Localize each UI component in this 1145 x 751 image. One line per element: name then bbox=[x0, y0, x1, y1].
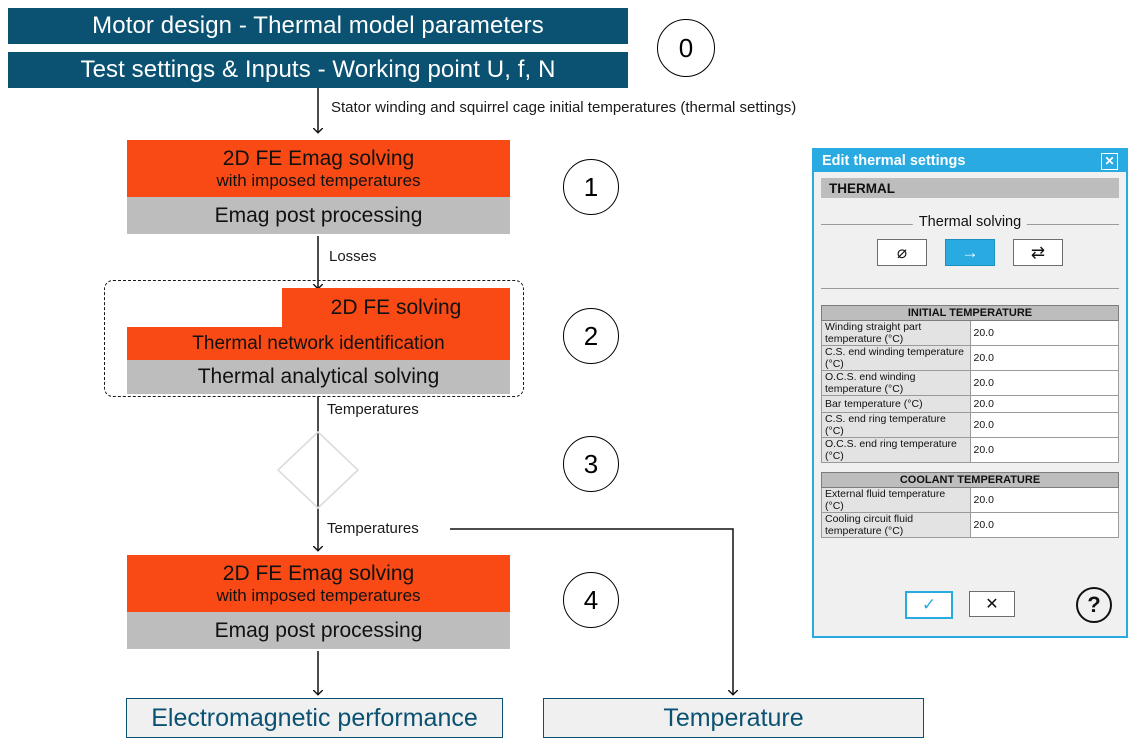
row-label: O.C.S. end winding temperature (°C) bbox=[821, 370, 971, 396]
row-label: External fluid temperature (°C) bbox=[821, 487, 971, 513]
header-test-settings-label: Test settings & Inputs - Working point U… bbox=[80, 56, 556, 83]
step-number-4: 4 bbox=[563, 572, 619, 628]
connector-label-temperatures-1: Temperatures bbox=[327, 401, 419, 418]
row-value[interactable]: 20.0 bbox=[969, 412, 1119, 438]
thermal-solving-legend: Thermal solving bbox=[912, 214, 1028, 230]
help-button[interactable]: ? bbox=[1076, 587, 1112, 623]
row-label: O.C.S. end ring temperature (°C) bbox=[821, 437, 971, 463]
step4-orange-box: 2D FE Emag solving with imposed temperat… bbox=[127, 555, 510, 612]
connector-label-losses: Losses bbox=[329, 248, 377, 265]
table-row: Bar temperature (°C) 20.0 bbox=[821, 395, 1119, 413]
step4-grey-box: Emag post processing bbox=[127, 612, 510, 649]
step1-grey-box: Emag post processing bbox=[127, 197, 510, 234]
step2-dashed-group bbox=[104, 280, 524, 397]
row-value[interactable]: 20.0 bbox=[969, 437, 1119, 463]
row-label: Winding straight part temperature (°C) bbox=[821, 320, 971, 346]
table-row: C.S. end winding temperature (°C) 20.0 bbox=[821, 345, 1119, 371]
row-label: C.S. end ring temperature (°C) bbox=[821, 412, 971, 438]
result-electromagnetic-performance-label: Electromagnetic performance bbox=[151, 703, 478, 732]
row-label: Cooling circuit fluid temperature (°C) bbox=[821, 512, 971, 538]
thermal-solving-one-way-button[interactable]: → bbox=[945, 239, 995, 266]
dialog-footer: ✓ ✕ ? bbox=[814, 587, 1126, 623]
arrow-bidirectional-icon: ⇄ bbox=[1030, 242, 1046, 262]
row-value[interactable]: 20.0 bbox=[969, 345, 1119, 371]
table-row: C.S. end ring temperature (°C) 20.0 bbox=[821, 412, 1119, 438]
edit-thermal-settings-dialog: Edit thermal settings ✕ THERMAL Thermal … bbox=[812, 148, 1128, 638]
table-row: External fluid temperature (°C) 20.0 bbox=[821, 487, 1119, 513]
step-number-0: 0 bbox=[657, 19, 715, 77]
table-row: Winding straight part temperature (°C) 2… bbox=[821, 320, 1119, 346]
step-number-1-label: 1 bbox=[583, 171, 599, 202]
connector-label-losses-text: Losses bbox=[329, 248, 377, 265]
step2-fe-solving-box: 2D FE solving bbox=[282, 288, 510, 327]
row-value[interactable]: 20.0 bbox=[969, 487, 1119, 513]
step-number-3: 3 bbox=[563, 436, 619, 492]
thermal-solving-none-button[interactable]: ⌀ bbox=[877, 239, 927, 266]
header-motor-design-label: Motor design - Thermal model parameters bbox=[92, 12, 544, 39]
step2-orange-label: Thermal network identification bbox=[192, 332, 445, 354]
connector-label-temperatures-1-text: Temperatures bbox=[327, 401, 419, 418]
table-row: O.C.S. end ring temperature (°C) 20.0 bbox=[821, 437, 1119, 463]
cancel-button[interactable]: ✕ bbox=[969, 591, 1015, 617]
step-number-2-label: 2 bbox=[583, 320, 599, 351]
step4-orange-line2: with imposed temperatures bbox=[216, 585, 421, 605]
arrow-right-icon: → bbox=[961, 242, 979, 262]
tab-thermal[interactable]: THERMAL bbox=[821, 178, 1119, 198]
step4-orange-line1: 2D FE Emag solving bbox=[222, 562, 415, 586]
row-value[interactable]: 20.0 bbox=[969, 395, 1119, 413]
table-row: Cooling circuit fluid temperature (°C) 2… bbox=[821, 512, 1119, 538]
step-number-3-label: 3 bbox=[583, 448, 599, 479]
step1-grey-label: Emag post processing bbox=[214, 203, 423, 227]
row-value[interactable]: 20.0 bbox=[969, 320, 1119, 346]
dialog-title-label: Edit thermal settings bbox=[822, 153, 966, 169]
step2-fe-solving-label: 2D FE solving bbox=[330, 295, 462, 319]
connector-label-initial-temperatures-text: Stator winding and squirrel cage initial… bbox=[331, 99, 797, 116]
step-number-4-label: 4 bbox=[583, 584, 599, 615]
coolant-temperature-table: COOLANT TEMPERATURE External fluid tempe… bbox=[821, 472, 1119, 538]
step1-orange-line2: with imposed temperatures bbox=[216, 170, 421, 190]
section-divider bbox=[821, 288, 1119, 289]
result-electromagnetic-performance: Electromagnetic performance bbox=[126, 698, 503, 738]
step-number-2: 2 bbox=[563, 308, 619, 364]
row-label: Bar temperature (°C) bbox=[821, 395, 971, 413]
connector-label-initial-temperatures: Stator winding and squirrel cage initial… bbox=[331, 99, 796, 116]
step4-grey-label: Emag post processing bbox=[214, 618, 423, 642]
connector-label-temperatures-2: Temperatures bbox=[327, 520, 419, 537]
step2-grey-box: Thermal analytical solving bbox=[127, 360, 510, 394]
step-number-0-label: 0 bbox=[678, 32, 694, 63]
initial-temperature-table: INITIAL TEMPERATURE Winding straight par… bbox=[821, 305, 1119, 463]
table-header-row: INITIAL TEMPERATURE bbox=[821, 305, 1119, 321]
header-test-settings: Test settings & Inputs - Working point U… bbox=[8, 52, 628, 88]
table-row: O.C.S. end winding temperature (°C) 20.0 bbox=[821, 370, 1119, 396]
result-temperature: Temperature bbox=[543, 698, 924, 738]
table-header-row: COOLANT TEMPERATURE bbox=[821, 472, 1119, 488]
row-value[interactable]: 20.0 bbox=[969, 512, 1119, 538]
no-solving-icon: ⌀ bbox=[896, 242, 908, 262]
step1-orange-box: 2D FE Emag solving with imposed temperat… bbox=[127, 140, 510, 197]
question-mark-icon: ? bbox=[1087, 592, 1101, 617]
step2-orange-box: Thermal network identification bbox=[127, 327, 510, 360]
step1-orange-line1: 2D FE Emag solving bbox=[222, 147, 415, 171]
ok-button[interactable]: ✓ bbox=[905, 591, 953, 619]
row-value[interactable]: 20.0 bbox=[969, 370, 1119, 396]
close-icon[interactable]: ✕ bbox=[1101, 152, 1118, 170]
connector-label-temperatures-2-text: Temperatures bbox=[327, 520, 419, 537]
tab-thermal-label: THERMAL bbox=[829, 180, 895, 196]
step-number-1: 1 bbox=[563, 159, 619, 215]
result-temperature-label: Temperature bbox=[663, 703, 804, 732]
close-x-icon: ✕ bbox=[985, 596, 999, 613]
dialog-title-bar: Edit thermal settings ✕ bbox=[814, 150, 1126, 172]
thermal-solving-two-way-button[interactable]: ⇄ bbox=[1013, 239, 1063, 266]
check-icon: ✓ bbox=[921, 595, 937, 614]
row-label: C.S. end winding temperature (°C) bbox=[821, 345, 971, 371]
initial-temperature-header: INITIAL TEMPERATURE bbox=[821, 305, 1119, 321]
coolant-temperature-header: COOLANT TEMPERATURE bbox=[821, 472, 1119, 488]
step2-grey-label: Thermal analytical solving bbox=[197, 365, 440, 389]
header-motor-design: Motor design - Thermal model parameters bbox=[8, 8, 628, 44]
